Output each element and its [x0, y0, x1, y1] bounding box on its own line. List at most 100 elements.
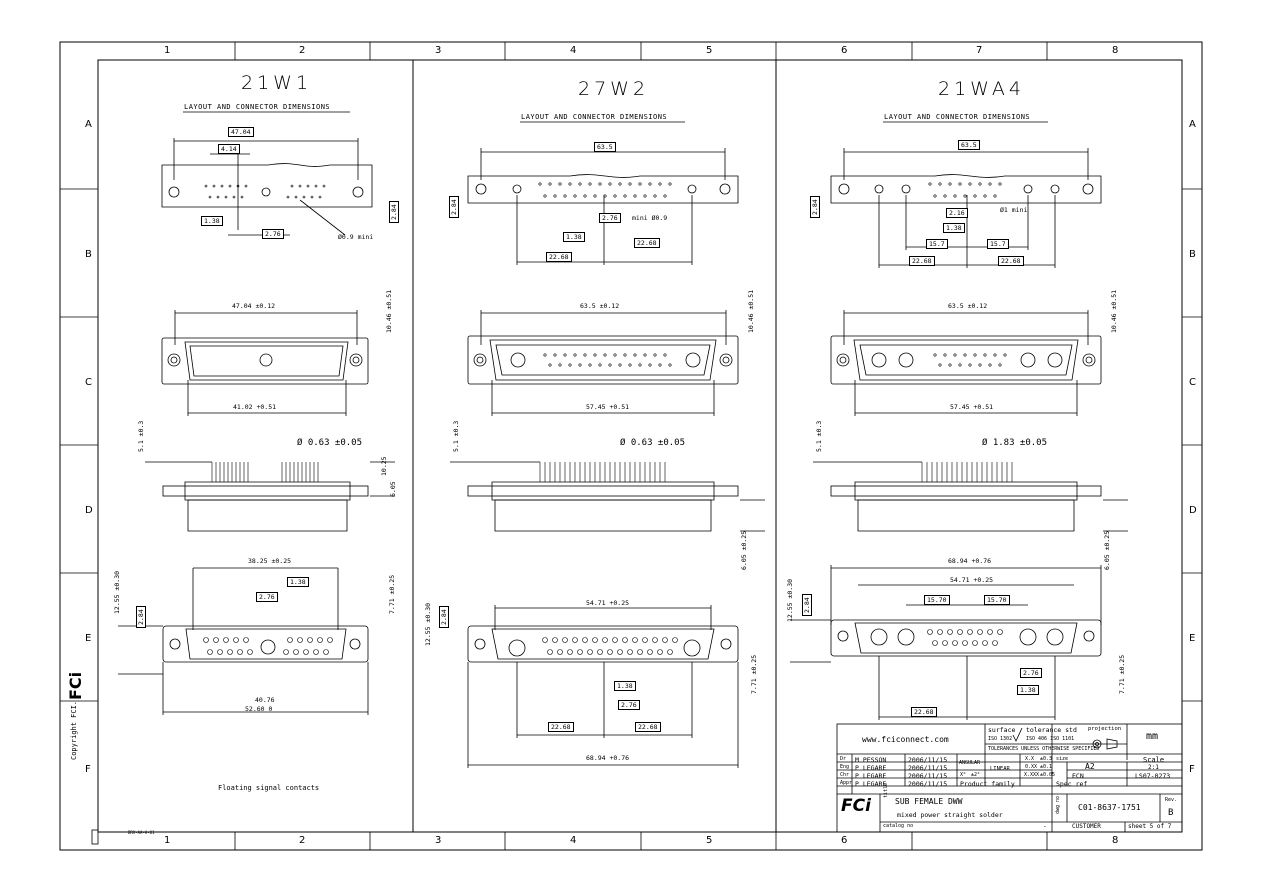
zone-row-e-right: E [1189, 633, 1196, 644]
zone-col-8: 8 [1112, 45, 1119, 56]
dim-label: 2.84 [449, 196, 459, 218]
dim-label: 7.71 ±0.25 [1118, 654, 1126, 694]
dim-label: 4.14 [218, 144, 240, 154]
dim-label: Ø0.9 mini [338, 233, 374, 241]
dim-label: 2.84 [389, 201, 399, 223]
person-role: Dr [840, 756, 847, 762]
dim-label: 63.5 ±0.12 [948, 302, 988, 310]
linear-label: LINEAR [990, 766, 1010, 772]
dim-label: 2.84 [439, 606, 449, 628]
title-label: title [883, 782, 889, 798]
dim-label: 6.05 [389, 481, 397, 497]
person-date: 2006/11/15 [908, 772, 948, 780]
dim-label: 2.84 [810, 196, 820, 218]
zone-col-1-bottom: 1 [164, 835, 171, 846]
tol-col: X.X [1025, 756, 1035, 762]
zone-col-8-bottom: 8 [1112, 835, 1119, 846]
catalog-label: catalog no [883, 823, 914, 829]
dim-label: 15.7 [926, 239, 948, 249]
zone-row-a: A [85, 119, 92, 130]
dim-label: 22.68 [909, 256, 935, 266]
sheet-info: sheet 5 of 7 [1128, 823, 1172, 830]
zone-col-6: 6 [841, 45, 848, 56]
spec-ref-label: Spec ref [1056, 780, 1088, 788]
dim-label: 47.04 [228, 127, 254, 137]
note-text: Floating signal contacts [218, 784, 320, 792]
dim-label: 1.38 [943, 223, 965, 233]
dim-label: 12.55 ±0.30 [786, 578, 794, 622]
zone-col-2-bottom: 2 [299, 835, 306, 846]
angular-label: ANGULAR [959, 760, 981, 766]
drawing-subtitle: mixed power straight solder [897, 811, 1003, 819]
dim-label: 5.1 ±0.3 [137, 420, 145, 452]
bottom-ref: BRV-AA-A-01 [128, 830, 155, 835]
zone-row-c: C [85, 377, 92, 388]
dim-label: 47.04 ±0.12 [232, 302, 276, 310]
zone-col-3: 3 [435, 45, 442, 56]
panel-title: 27W2 [578, 78, 650, 100]
dim-label: 10.25 [380, 456, 388, 476]
person-date: 2006/11/15 [908, 756, 948, 764]
ecn-value: LS07-0273 [1135, 772, 1171, 780]
product-family-label: Product family [960, 780, 1015, 788]
dim-label: 7.71 ±0.25 [750, 654, 758, 694]
tol-col: 0.XX [1025, 764, 1038, 770]
dim-label: Ø1 mini [1000, 206, 1028, 214]
panel-subtitle: LAYOUT AND CONNECTOR DIMENSIONS [521, 113, 668, 121]
dim-label: 2.76 [1020, 668, 1042, 678]
drawing-title: SUB FEMALE DWW [895, 797, 963, 806]
zone-row-f-right: F [1189, 764, 1195, 775]
dim-label: 2.76 [618, 700, 640, 710]
dim-label: 6.05 ±0.25 [740, 530, 748, 570]
person-name: M PESSON [855, 756, 887, 764]
fci-logo: FCi [841, 796, 871, 816]
person-name: P LEGARE [855, 780, 887, 788]
dim-label: 22.68 [546, 252, 572, 262]
panel-subtitle: LAYOUT AND CONNECTOR DIMENSIONS [884, 113, 1031, 121]
zone-row-b-right: B [1189, 249, 1196, 260]
dim-label: 54.71 +0.25 [586, 599, 630, 607]
tolerance-note: TOLERANCES UNLESS OTHERWISE SPECIFIED [988, 746, 1100, 752]
person-name: P LEGARE [855, 764, 887, 772]
person-role: Chr [840, 772, 850, 778]
zone-col-1: 1 [164, 45, 171, 56]
dim-label: 5.1 ±0.3 [815, 420, 823, 452]
fci-side-logo: FCi [66, 671, 85, 700]
zone-col-2: 2 [299, 45, 306, 56]
dim-label: 2.16 [946, 208, 968, 218]
zone-row-f: F [85, 764, 91, 775]
projection-label: projection [1088, 726, 1122, 732]
zone-col-5: 5 [706, 45, 713, 56]
size-value: A2 [1085, 762, 1095, 771]
surface-label: surface [988, 726, 1016, 734]
dim-label: 1.38 [1017, 685, 1039, 695]
person-name: P LEGARE [855, 772, 887, 780]
customer-label: CUSTOMER [1072, 823, 1101, 830]
zone-col-6-bottom: 6 [841, 835, 848, 846]
zone-col-4-bottom: 4 [570, 835, 577, 846]
dim-label: 63.5 [594, 142, 616, 152]
dim-label: 22.68 [634, 238, 660, 248]
dim-label: 15.70 [924, 595, 950, 605]
size-label: size [1056, 756, 1069, 762]
zone-row-a-right: A [1189, 119, 1196, 130]
dim-label: 2.76 [599, 213, 621, 223]
dim-label: 41.02 +0.51 [233, 403, 277, 411]
dim-label: 57.45 +0.51 [950, 403, 994, 411]
dim-label: 22.68 [635, 722, 661, 732]
dim-label: 2.76 [256, 592, 278, 602]
dim-label: 1.38 [287, 577, 309, 587]
dim-label: 6.05 ±0.25 [1103, 530, 1111, 570]
dim-label: 12.55 ±0.30 [424, 602, 432, 646]
dim-label: 22.68 [911, 707, 937, 717]
dim-label: 15.7 [987, 239, 1009, 249]
dim-label: 2.76 [262, 229, 284, 239]
copyright-text: Copyright FCI. [70, 700, 78, 760]
zone-col-4: 4 [570, 45, 577, 56]
zone-row-d-right: D [1189, 505, 1197, 516]
tol-col: ±0.1 [1040, 764, 1053, 770]
panel-title: 21W1 [241, 72, 313, 94]
zone-row-c-right: C [1189, 377, 1196, 388]
tol-col: ±0.05 [1040, 772, 1056, 778]
zone-col-5-bottom: 5 [706, 835, 713, 846]
